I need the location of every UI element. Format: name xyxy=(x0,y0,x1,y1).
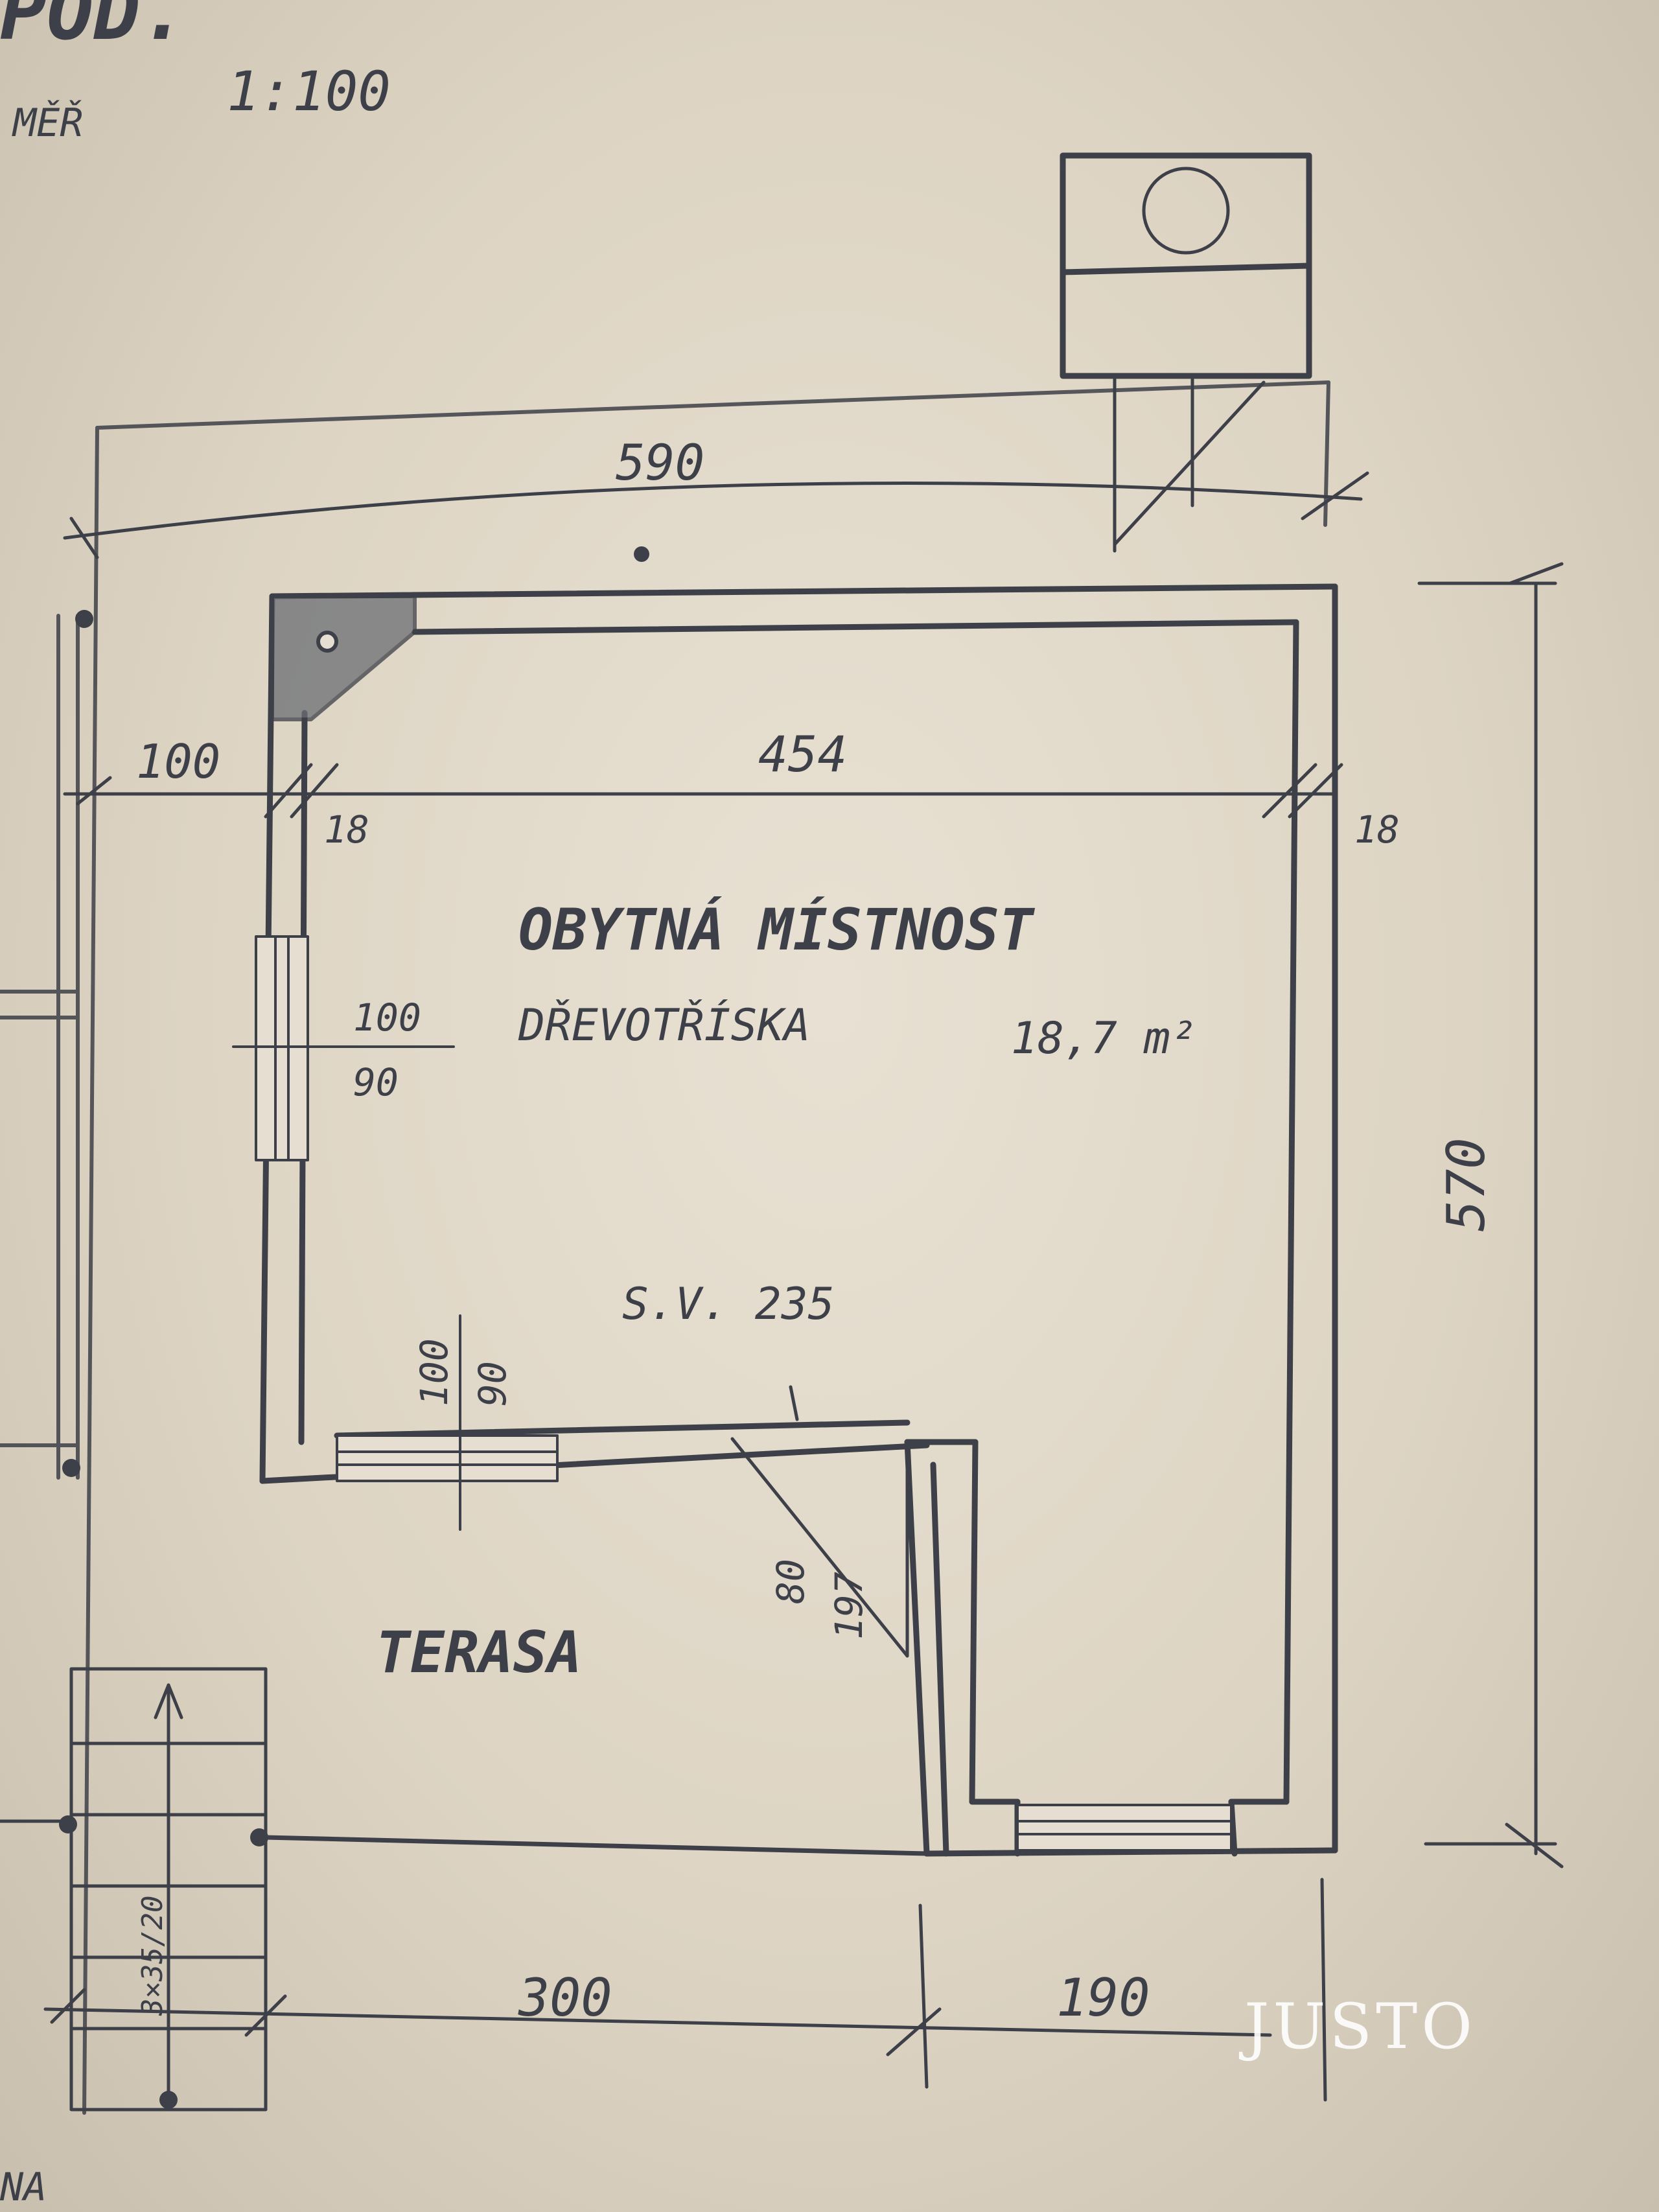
room-floor-material: DŘEVOTŘÍSKA xyxy=(518,999,810,1051)
scale-label: MĚŘ xyxy=(12,99,83,146)
dim-inner-width: 454 xyxy=(758,725,847,783)
dim-wall-left: 18 xyxy=(324,808,369,852)
post-markers xyxy=(59,546,649,2109)
west-window-width: 100 xyxy=(353,995,421,1040)
stairs-label: 3×35/20 xyxy=(136,1896,169,2016)
door-width: 80 xyxy=(769,1559,813,1604)
dimension-590 xyxy=(63,471,1369,559)
dimension-570 xyxy=(1417,562,1564,1869)
room-height: S.V. 235 xyxy=(622,1279,835,1330)
scale-value: 1:100 xyxy=(227,60,391,123)
door-swing xyxy=(730,1385,909,1658)
south-window-height: 90 xyxy=(470,1361,515,1406)
stairs xyxy=(0,1667,268,2112)
header-title-fragment: POD. xyxy=(0,0,187,58)
south-window xyxy=(336,1314,559,1531)
bay-window xyxy=(1016,1804,1233,1852)
dim-total-depth: 570 xyxy=(1436,1138,1496,1232)
west-window-height: 90 xyxy=(353,1060,399,1104)
west-window xyxy=(232,935,455,1161)
watermark: JUSTO xyxy=(1238,1990,1476,2063)
edge-fragment: NA xyxy=(0,2165,47,2210)
door-height: 197 xyxy=(827,1572,871,1640)
dim-wall-right: 18 xyxy=(1354,808,1400,852)
dim-bottom-left: 300 xyxy=(518,1968,612,2028)
room-name: OBYTNÁ MÍSTNOST xyxy=(518,896,1036,963)
dim-total-width: 590 xyxy=(616,434,704,491)
south-window-width: 100 xyxy=(412,1338,456,1406)
dimension-454 xyxy=(63,763,1343,819)
chimney-box xyxy=(1060,152,1312,553)
site-outline xyxy=(0,380,1330,2115)
terrace-edge xyxy=(263,1835,929,1856)
terrace-label: TERASA xyxy=(376,1619,582,1686)
room-area: 18,7 m² xyxy=(1011,1013,1197,1064)
dim-left-offset: 100 xyxy=(136,734,220,789)
corner-stove xyxy=(270,594,417,721)
dim-bottom-right: 190 xyxy=(1056,1968,1150,2028)
